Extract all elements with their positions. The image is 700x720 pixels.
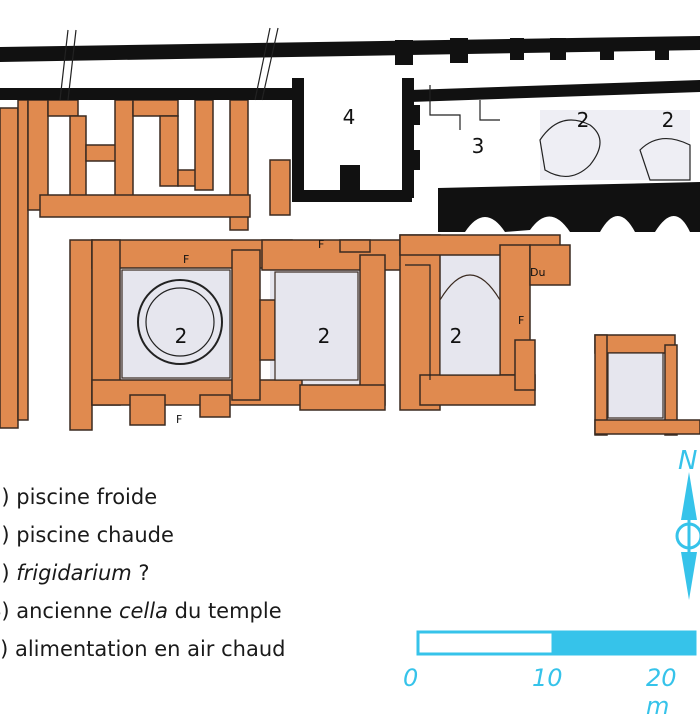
hot-air-label: F (176, 413, 182, 426)
scale-label-20: 20 m (646, 664, 700, 720)
du-label: Du (530, 266, 545, 279)
legend: 1) piscine froide 2) piscine chaude 3) f… (0, 478, 285, 668)
legend-item-f: F) alimentation en air chaud (0, 630, 285, 668)
north-arrow-icon (677, 472, 700, 600)
legend-text: du temple (168, 599, 282, 623)
legend-text: ) alimentation en air chaud (0, 637, 285, 661)
legend-item-4: 4) ancienne cella du temple (0, 592, 285, 630)
room-2-label: 2 (450, 324, 463, 348)
legend-text: ) ancienne (1, 599, 119, 623)
room-2-label: 2 (577, 108, 590, 132)
room-4-label: 4 (343, 105, 356, 129)
legend-item-2: 2) piscine chaude (0, 516, 285, 554)
scale-label-10: 10 (532, 664, 563, 692)
legend-text: ) piscine froide (1, 485, 157, 509)
legend-text: ) piscine chaude (1, 523, 174, 547)
room-2-label: 2 (318, 324, 331, 348)
legend-text: ) (1, 561, 16, 585)
hot-air-label: F (183, 253, 189, 266)
scale-label-0: 0 (403, 664, 418, 692)
hot-air-label: F (318, 238, 324, 251)
scale-bar (418, 632, 695, 654)
hot-air-label: F (518, 314, 524, 327)
north-label: N (678, 446, 697, 476)
legend-term: frigidarium (16, 561, 131, 585)
room-2-label: 2 (175, 324, 188, 348)
room-3-label: 3 (472, 134, 485, 158)
legend-item-1: 1) piscine froide (0, 478, 285, 516)
legend-term: cella (119, 599, 168, 623)
legend-item-3: 3) frigidarium ? (0, 554, 285, 592)
room-2-label: 2 (662, 108, 675, 132)
legend-text: ? (132, 561, 150, 585)
